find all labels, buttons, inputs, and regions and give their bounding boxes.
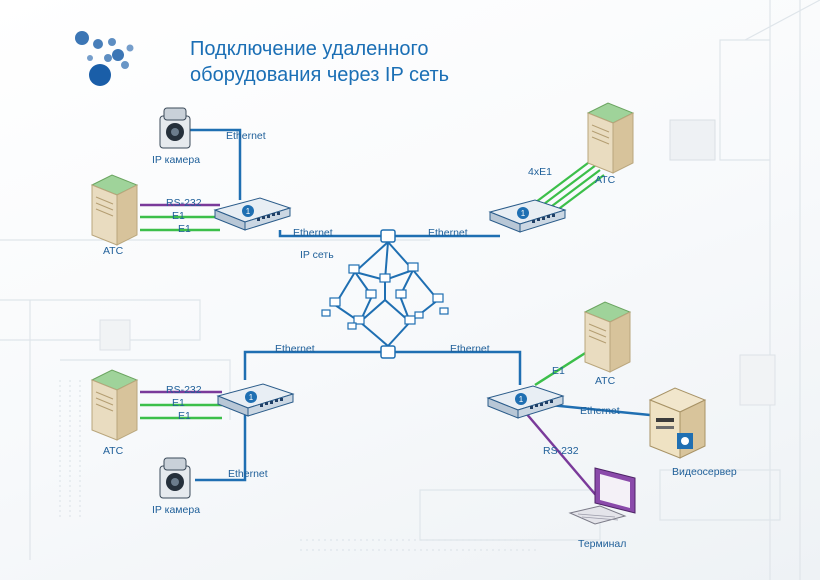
label-ethernet-camera-top: Ethernet <box>226 130 266 142</box>
video-server-icon <box>648 387 707 459</box>
label-video-server: Видеосервер <box>672 466 737 478</box>
label-e1-top-1: E1 <box>172 210 185 222</box>
svg-text:1: 1 <box>519 395 524 404</box>
link-e1-bottom-right <box>534 348 591 387</box>
svg-text:1: 1 <box>249 393 254 402</box>
label-terminal: Терминал <box>578 538 627 550</box>
label-ip-network: IP сеть <box>300 249 334 261</box>
gateway-device-icon: 1 1 1 <box>213 197 567 419</box>
label-ethernet-camera-bottom: Ethernet <box>228 468 268 480</box>
label-rs232-bottom: RS-232 <box>166 384 202 396</box>
label-ethernet-server: Ethernet <box>580 405 620 417</box>
label-ethernet-low-left: Ethernet <box>275 343 315 355</box>
logo-icon <box>75 31 134 86</box>
title-line-2: оборудования через IP сеть <box>190 64 450 86</box>
label-e1-top-2: E1 <box>178 223 191 235</box>
label-atc-bottom-right: АТС <box>595 375 616 387</box>
label-ip-camera-bottom: IP камера <box>152 504 201 516</box>
page-title: Подключение удаленного оборудования чере… <box>190 36 520 88</box>
label-atc-top-left: АТС <box>103 245 124 257</box>
link-ethernet-camera-top <box>190 128 242 200</box>
label-ip-camera-top: IP камера <box>152 154 201 166</box>
workstation-icon <box>321 262 449 330</box>
label-4xe1: 4xE1 <box>528 166 552 178</box>
svg-text:1: 1 <box>246 207 251 216</box>
label-rs232-terminal: RS-232 <box>543 445 579 457</box>
label-atc-top-right: АТС <box>595 174 616 186</box>
label-e1-bottom-2: E1 <box>178 410 191 422</box>
link-rs232-terminal <box>524 411 601 501</box>
link-ethernet-gw-bl <box>243 350 383 380</box>
ip-network-mesh <box>334 241 439 347</box>
network-switch-icon <box>380 229 396 359</box>
svg-text:1: 1 <box>521 209 526 218</box>
link-ethernet-server <box>549 403 651 417</box>
label-e1-bottom-right: E1 <box>552 365 565 377</box>
link-ethernet-camera-bottom <box>195 415 247 482</box>
link-ethernet-gw-br <box>395 350 522 385</box>
label-rs232-top: RS-232 <box>166 197 202 209</box>
label-ethernet-mid-right: Ethernet <box>428 227 468 239</box>
label-ethernet-mid-left: Ethernet <box>293 227 333 239</box>
label-e1-bottom-1: E1 <box>172 397 185 409</box>
label-atc-bottom-left: АТС <box>103 445 124 457</box>
ip-camera-icon <box>159 107 191 499</box>
terminal-icon <box>568 467 636 525</box>
label-ethernet-low-right: Ethernet <box>450 343 490 355</box>
atc-server-icon <box>90 102 635 441</box>
title-line-1: Подключение удаленного <box>190 38 429 60</box>
link-ethernet-gw-tl <box>278 230 383 238</box>
